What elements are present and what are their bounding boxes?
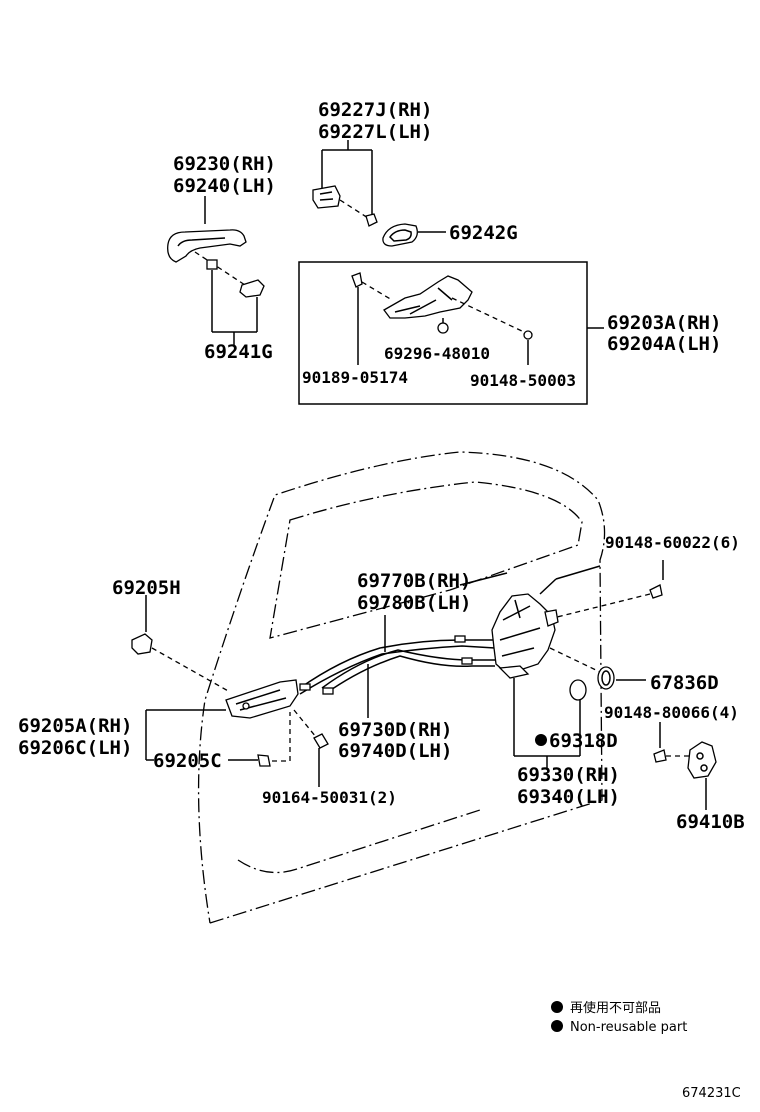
bracket-69227: [321, 140, 373, 218]
label-69410B: 69410B: [676, 811, 745, 833]
label-69230: 69230(RH): [173, 153, 276, 175]
clip-69205H: [131, 595, 231, 693]
bolt-90164: [293, 709, 329, 787]
outside-handle-cap: [312, 185, 341, 209]
screw-90148-60022: [552, 560, 664, 619]
bracket-69205A: [145, 710, 154, 761]
label-69204A: 69204A(LH): [607, 333, 721, 355]
door-cables: [299, 615, 496, 718]
label-69330: 69330(RH): [517, 764, 620, 786]
gasket-69242G: [382, 223, 446, 247]
diagram-code: 674231C: [682, 1086, 741, 1101]
label-67836D: 67836D: [650, 672, 719, 694]
legend-jp: 再使用不可部品: [570, 1000, 661, 1016]
striker-69410B: [653, 722, 717, 810]
label-69203A: 69203A(RH): [607, 312, 721, 334]
label-69318D: 69318D: [549, 730, 618, 752]
door-lock-assembly: [459, 565, 601, 768]
label-90148-50003: 90148-50003: [470, 371, 576, 390]
outside-handle: [167, 196, 247, 263]
label-69227J: 69227J(RH): [318, 99, 432, 121]
label-90189: 90189-05174: [302, 368, 408, 387]
door-outline: [197, 451, 606, 924]
small-clip: [365, 213, 378, 227]
legend-bullet-en: [551, 1020, 563, 1032]
frame-box: [298, 261, 588, 405]
label-69240: 69240(LH): [173, 175, 276, 197]
label-90148-60022: 90148-60022(6): [605, 533, 740, 552]
label-69205A: 69205A(RH): [18, 715, 132, 737]
screw-69205C: [228, 712, 291, 767]
label-69296: 69296-48010: [384, 344, 490, 363]
label-69730D: 69730D(RH): [338, 719, 452, 741]
label-69205C: 69205C: [153, 750, 222, 772]
handle-cap-69241G: [206, 259, 265, 345]
grommet-67836D: [597, 666, 646, 690]
label-69340: 69340(LH): [517, 786, 620, 808]
non-reusable-marker: [535, 734, 547, 746]
outside-handle-frame: [383, 275, 473, 334]
label-69227L: 69227L(LH): [318, 121, 432, 143]
label-90164: 90164-50031(2): [262, 788, 397, 807]
cap-69318D: [549, 647, 601, 701]
label-69241G: 69241G: [204, 341, 273, 363]
label-90148-80066: 90148-80066(4): [604, 703, 739, 722]
inside-handle: [146, 679, 299, 719]
label-69242G: 69242G: [449, 222, 518, 244]
label-69740D: 69740D(LH): [338, 740, 452, 762]
bolt-90148-50003: [523, 330, 533, 365]
label-69780B: 69780B(LH): [357, 592, 471, 614]
frame-clip-90189: [351, 272, 393, 365]
legend-bullet-jp: [551, 1001, 563, 1013]
label-69205H: 69205H: [112, 577, 181, 599]
label-69206C: 69206C(LH): [18, 737, 132, 759]
label-69770B: 69770B(RH): [357, 570, 471, 592]
legend-en: Non-reusable part: [570, 1020, 687, 1035]
